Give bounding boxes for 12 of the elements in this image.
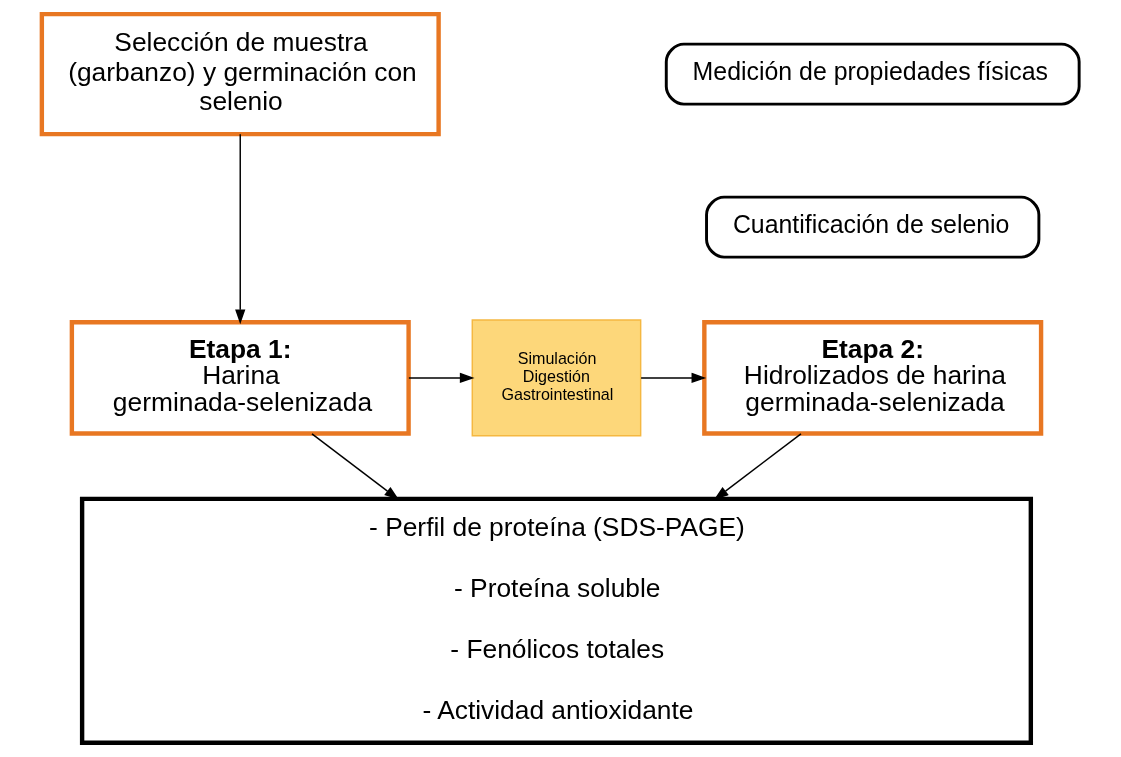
arrow xyxy=(713,433,802,500)
node-box: Simulación Digestión Gastrointestinal xyxy=(471,319,642,437)
node-box: Medición de propiedades físicas xyxy=(664,42,1081,106)
node-box: - Perfil de proteína (SDS-PAGE) - Proteína soluble - Fenólicos totales - Actividad antioxidante xyxy=(79,496,1034,745)
arrow xyxy=(640,372,707,384)
node-box: Etapa 1: Harina germinada-selenizada xyxy=(69,320,411,436)
node-box: Etapa 2: Hidrolizados de harina germinada-selenizada xyxy=(702,320,1044,436)
arrow xyxy=(235,133,246,325)
arrow xyxy=(408,372,475,384)
arrow xyxy=(311,433,399,500)
node-box: Selección de muestra (garbanzo) y germinación con selenio xyxy=(39,11,441,137)
node-box: Cuantificación de selenio xyxy=(705,195,1041,259)
